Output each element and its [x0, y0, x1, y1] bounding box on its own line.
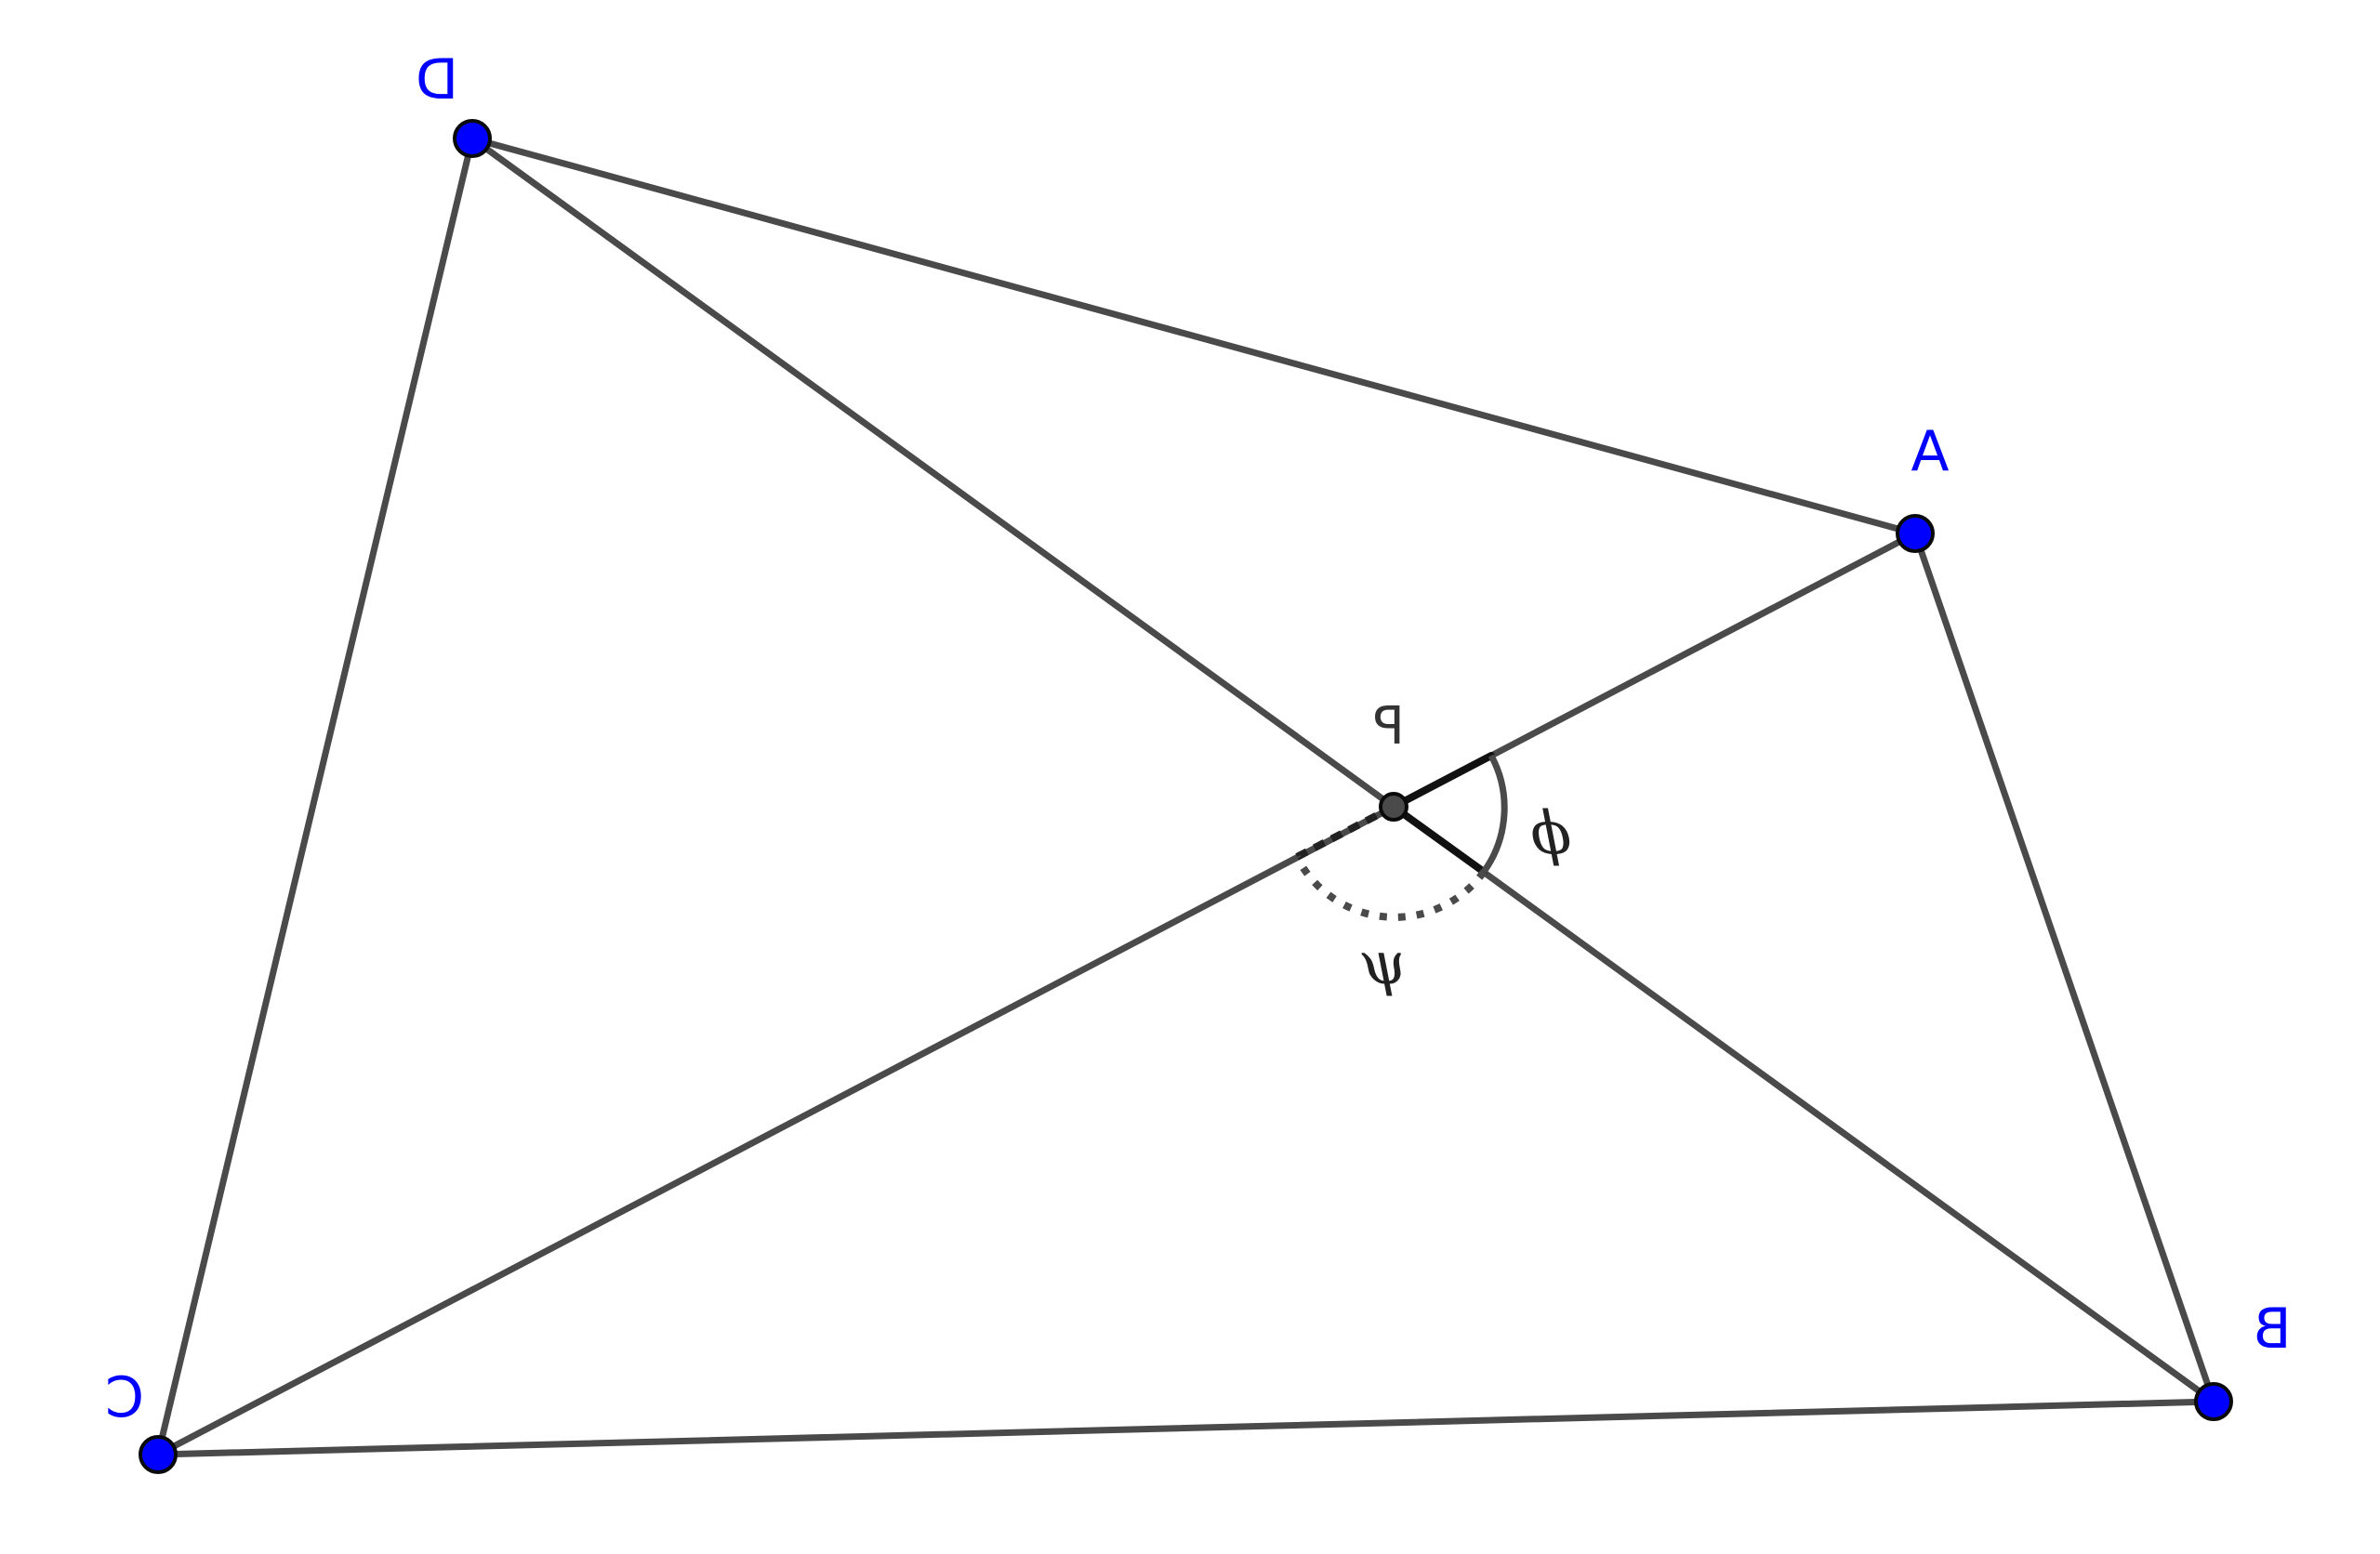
diagonal-db — [469, 135, 2217, 1405]
side-da — [469, 135, 1919, 537]
side-ab — [1911, 530, 2217, 1405]
vertex-c-point[interactable] — [139, 1435, 178, 1474]
angle-psi-label: ψ — [1361, 929, 1408, 998]
angle-phi-label: ϕ — [1530, 799, 1571, 868]
side-cd — [154, 135, 476, 1458]
vertex-b-label: B — [2253, 1297, 2291, 1362]
vertex-d-label: D — [416, 47, 458, 112]
segment-pa-highlight — [1390, 752, 1495, 810]
vertex-a-label: A — [1911, 419, 1949, 484]
vertex-b-point[interactable] — [2194, 1382, 2233, 1421]
vertex-c-label: C — [105, 1365, 144, 1430]
diagonal-ac — [154, 530, 1919, 1458]
segment-pb-highlight — [1390, 803, 1488, 876]
side-bc — [154, 1398, 2217, 1458]
angle-psi-arc — [1293, 855, 1488, 921]
intersection-label-p: P — [1373, 696, 1405, 757]
vertex-d-point[interactable] — [453, 119, 492, 158]
angle-phi-arc — [1481, 754, 1508, 875]
vertex-a-point[interactable] — [1896, 514, 1935, 553]
intersection-point-p[interactable] — [1379, 792, 1408, 822]
